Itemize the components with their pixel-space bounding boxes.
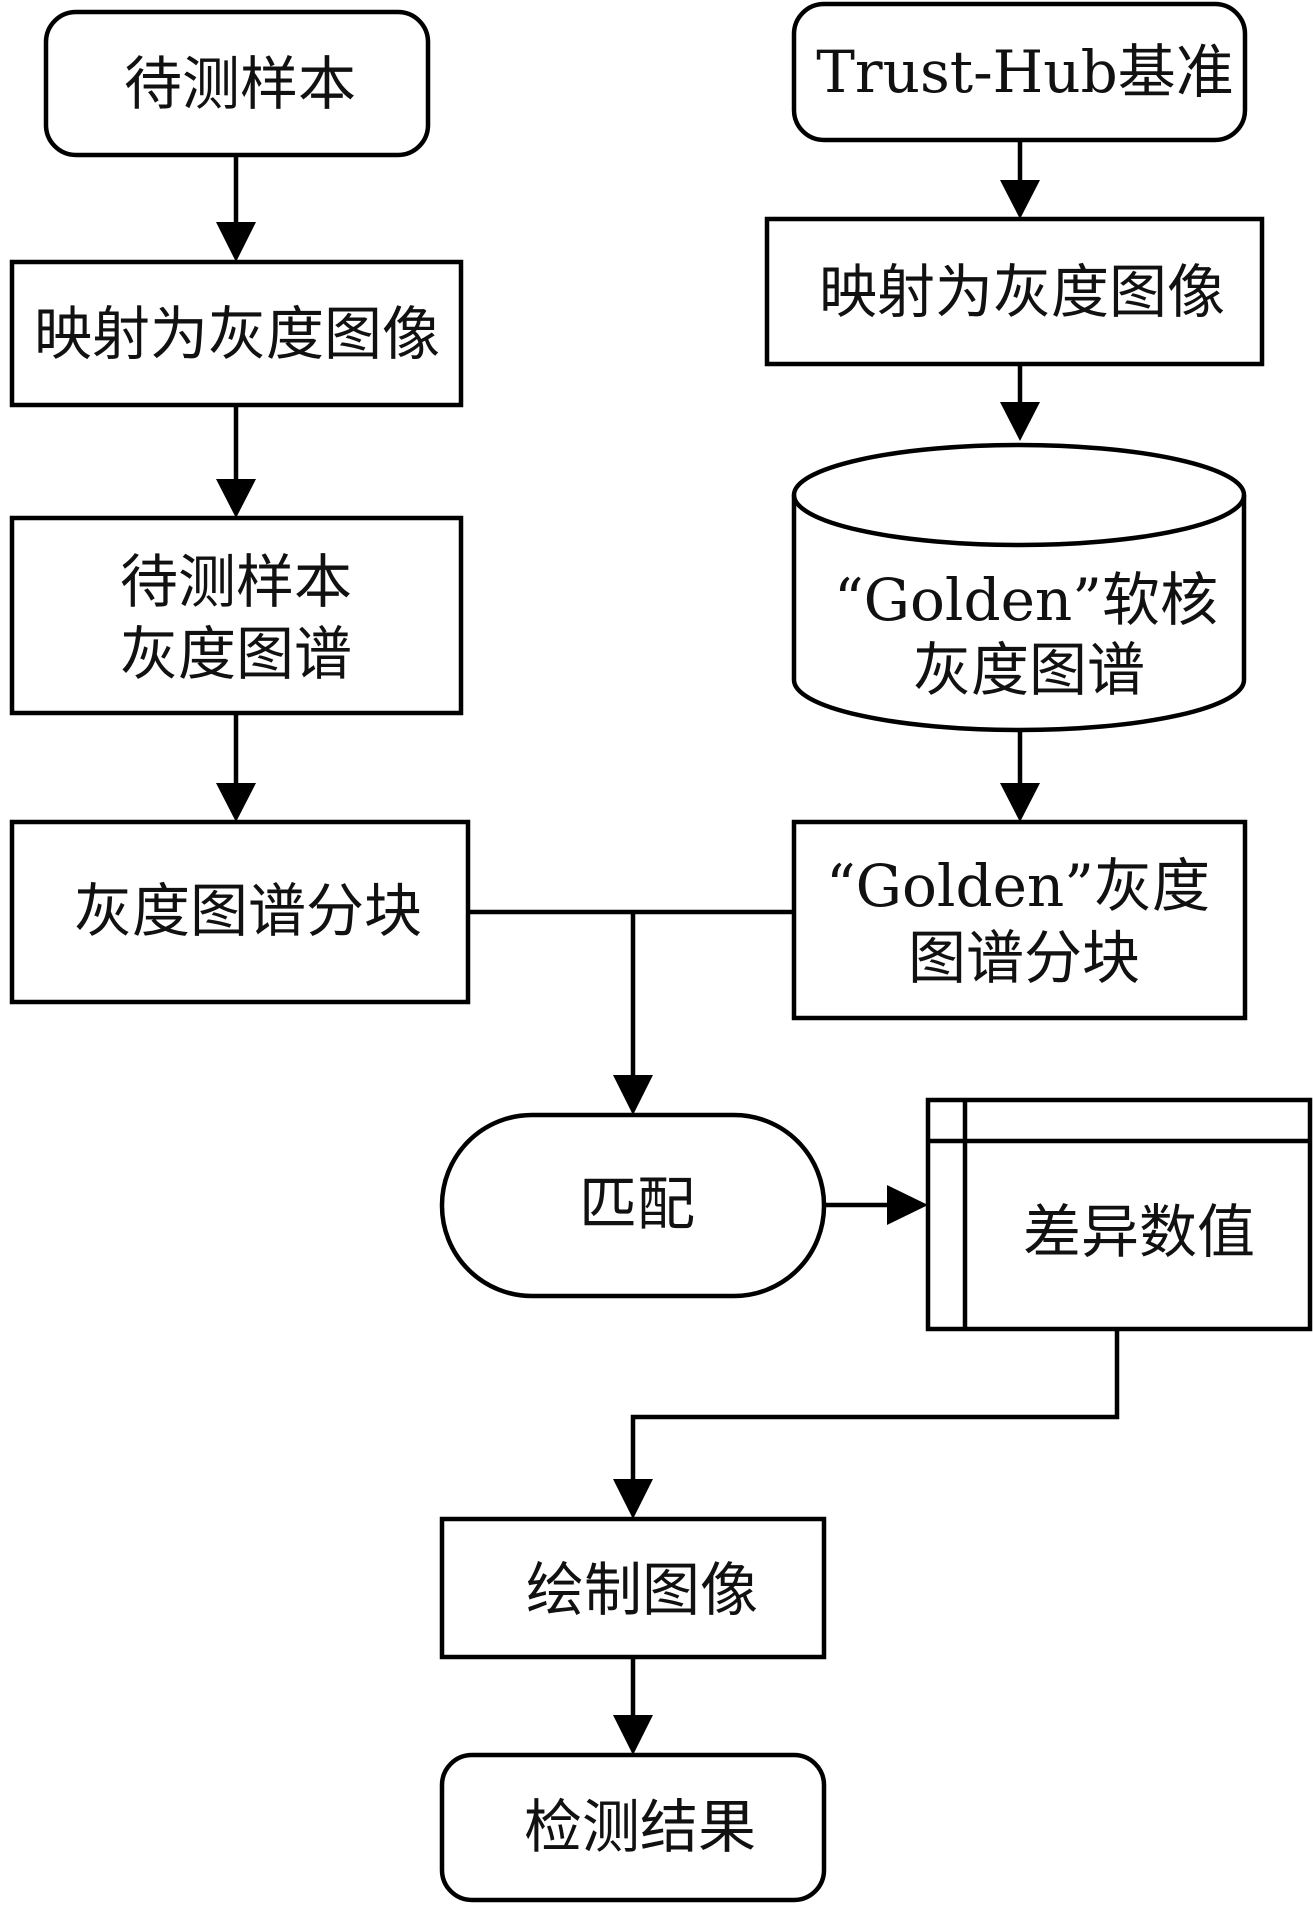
edge-diff-to-draw: [613, 1329, 1120, 1519]
node-map-right: 映射为灰度图像: [764, 216, 1265, 367]
edge-map-to-golden-db: [1000, 364, 1040, 441]
node-map-left: 映射为灰度图像: [9, 259, 464, 408]
node-trusthub: Trust-Hub基准: [791, 1, 1248, 143]
node-trusthub-label: Trust-Hub基准: [816, 38, 1234, 106]
node-golden-block-line2: 图谱分块: [908, 924, 1140, 992]
node-result: 检测结果: [439, 1752, 827, 1903]
node-result-label: 检测结果: [524, 1793, 756, 1861]
node-golden-db: “Golden”软核 灰度图谱: [791, 442, 1247, 733]
node-golden-db-line2: 灰度图谱: [913, 636, 1145, 704]
node-golden-db-line1: “Golden”软核: [834, 566, 1218, 634]
node-match-label: 匹配: [579, 1170, 695, 1238]
node-match: 匹配: [439, 1112, 827, 1299]
node-golden-block-line1: “Golden”灰度: [826, 852, 1210, 920]
node-draw-label: 绘制图像: [526, 1556, 758, 1624]
node-map-left-label: 映射为灰度图像: [34, 300, 440, 368]
edge-map-to-gray: [216, 405, 256, 518]
edge-draw-to-result: [613, 1657, 653, 1755]
edge-gray-to-block: [216, 713, 256, 822]
edge-match-to-diff: [824, 1185, 928, 1225]
node-sample-gray: 待测样本 灰度图谱: [9, 515, 464, 716]
edge-sample-to-map: [216, 155, 256, 262]
edge-trusthub-to-map: [1000, 140, 1040, 219]
node-diff: 差异数值: [925, 1097, 1313, 1332]
node-golden-block: “Golden”灰度 图谱分块: [791, 819, 1248, 1021]
edge-golden-db-to-block: [1000, 730, 1040, 822]
node-sample: 待测样本: [43, 9, 431, 158]
node-sample-gray-line1: 待测样本: [120, 548, 352, 616]
node-sample-label: 待测样本: [124, 50, 356, 118]
node-sample-gray-line2: 灰度图谱: [120, 620, 352, 688]
node-map-right-label: 映射为灰度图像: [819, 258, 1225, 326]
node-diff-label: 差异数值: [1023, 1198, 1255, 1266]
edge-blocks-to-match: [468, 909, 794, 1115]
node-draw: 绘制图像: [439, 1516, 827, 1660]
node-block-left: 灰度图谱分块: [9, 819, 471, 1005]
node-block-left-label: 灰度图谱分块: [74, 877, 422, 945]
